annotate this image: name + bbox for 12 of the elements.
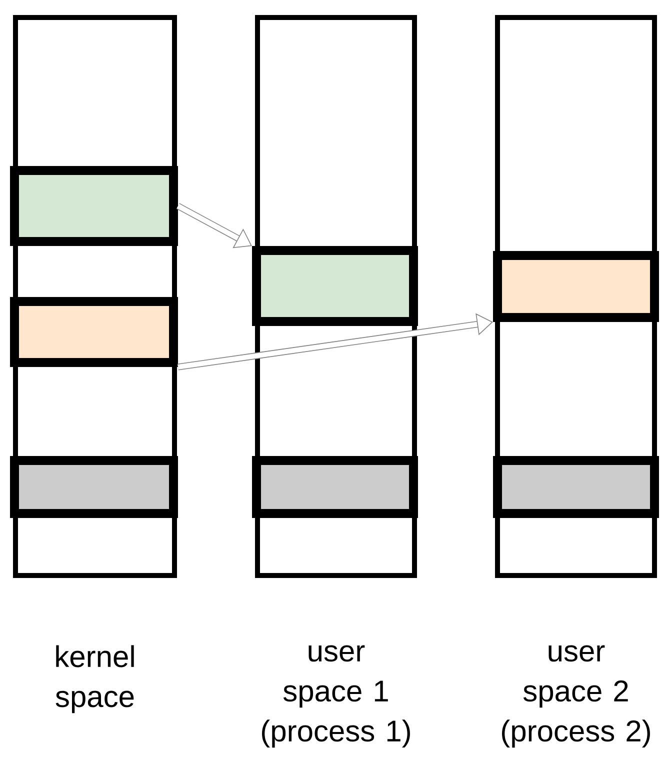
memory-block bbox=[493, 251, 659, 322]
memory-block bbox=[493, 456, 659, 518]
column-label: kernel space bbox=[56, 645, 134, 714]
memory-block bbox=[10, 166, 178, 246]
column-label: user space 1 (process 1) bbox=[262, 645, 410, 748]
memory-block bbox=[10, 456, 178, 518]
memory-block bbox=[10, 297, 178, 367]
hollow-arrow bbox=[176, 203, 252, 248]
hollow-arrow bbox=[178, 313, 493, 370]
memory-block bbox=[252, 246, 418, 326]
memory-block bbox=[252, 456, 418, 518]
column-label: user space 2 (process 2) bbox=[502, 645, 650, 748]
